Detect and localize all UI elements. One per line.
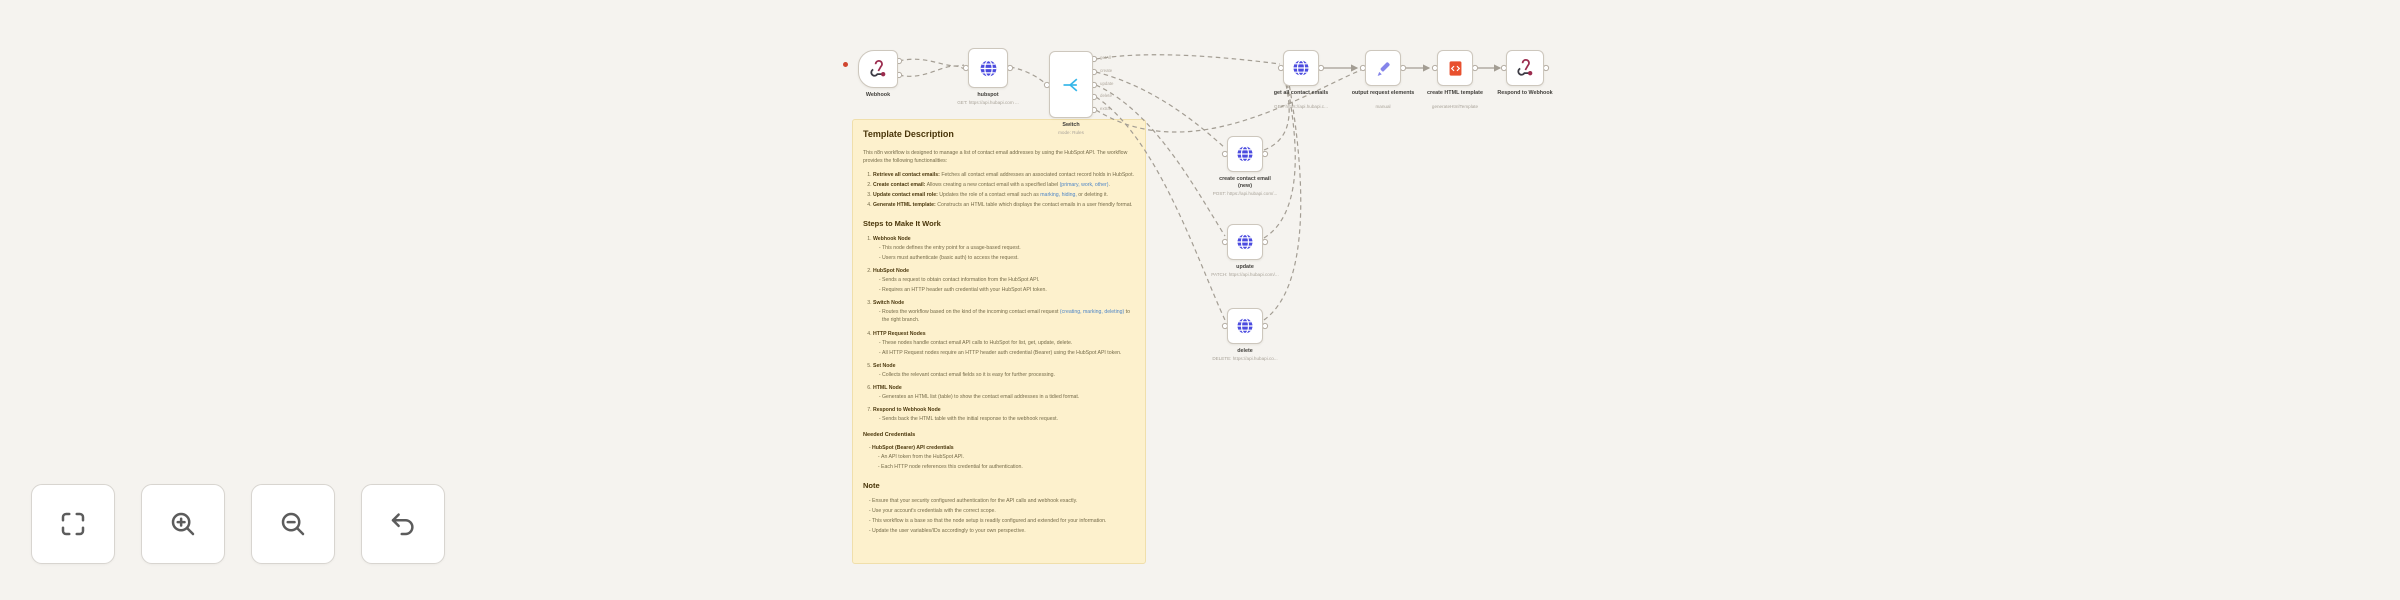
webhook-icon <box>868 59 888 79</box>
switch-port-label: extra <box>1100 106 1110 111</box>
step-item: HTML Node Generates an HTML list (table)… <box>873 384 1135 401</box>
connection-switch-create[interactable] <box>1095 71 1226 149</box>
node-label: delete <box>1237 348 1253 354</box>
node-label: Switch <box>1062 122 1080 128</box>
connection-webhook-hubspot-1[interactable] <box>898 58 965 67</box>
undo-icon <box>388 509 418 539</box>
fit-view-button[interactable] <box>31 484 115 564</box>
step-item: Switch Node Routes the workflow based on… <box>873 299 1135 324</box>
globe-icon <box>1291 58 1311 78</box>
steps-title: Steps to Make It Work <box>863 219 941 229</box>
step-item: HubSpot Node Sends a request to obtain c… <box>873 267 1135 294</box>
node-create-contact-email[interactable]: create contact email(new) POST: https://… <box>1213 136 1277 196</box>
node-respond-to-webhook[interactable]: Respond to Webhook <box>1497 50 1553 96</box>
node-sublabel: GET: https://api.hubapi.com ... <box>957 100 1019 105</box>
feature-item: Generate HTML template: Constructs an HT… <box>873 201 1135 209</box>
node-sublabel: POST: https://api.hubapi.com/... <box>1212 191 1278 196</box>
connection-hubspot-switch[interactable] <box>1009 66 1047 85</box>
switch-port-label: delete <box>1100 93 1112 98</box>
feature-item: Update contact email role: Updates the r… <box>873 191 1135 199</box>
zoom-out-button[interactable] <box>251 484 335 564</box>
reset-zoom-button[interactable] <box>361 484 445 564</box>
note-list: Ensure that your security configured aut… <box>863 497 1135 535</box>
switch-port-label: update <box>1100 81 1114 86</box>
node-sublabel: DELETE: https://api.hubapi.co... <box>1212 356 1278 361</box>
node-label: get all contact emails <box>1273 90 1329 96</box>
node-switch[interactable]: Switch mode: Rules <box>1049 51 1093 135</box>
connection-switch-delete[interactable] <box>1095 96 1226 321</box>
credentials-list: HubSpot (Bearer) API credentials An API … <box>863 444 1135 471</box>
feature-item: Create contact email: Allows creating a … <box>873 181 1135 189</box>
globe-icon <box>978 58 999 79</box>
error-indicator <box>843 62 848 67</box>
node-output-request-elements[interactable]: output request elements manual <box>1352 50 1414 109</box>
feature-item: Retrieve all contact emails: Fetches all… <box>873 171 1135 179</box>
connection-create-getall[interactable] <box>1263 73 1290 151</box>
html-icon <box>1446 59 1465 78</box>
step-item: Webhook Node This node defines the entry… <box>873 235 1135 262</box>
node-create-html-template[interactable]: create HTML template generateHtmlTemplat… <box>1427 50 1483 109</box>
globe-icon <box>1235 144 1255 164</box>
globe-icon <box>1235 316 1255 336</box>
node-delete-contact-email[interactable]: delete DELETE: https://api.hubapi.co... <box>1212 308 1278 361</box>
node-sublabel: generateHtmlTemplate <box>1431 104 1479 109</box>
switch-icon <box>1061 75 1081 95</box>
node-sublabel: PATCH: https://api.hubapi.com/... <box>1211 272 1279 277</box>
node-sublabel: GET: https://api.hubapi.c... <box>1274 104 1328 109</box>
connection-switch-update[interactable] <box>1095 84 1226 237</box>
node-update-contact-email[interactable]: update PATCH: https://api.hubapi.com/... <box>1211 224 1279 277</box>
note-title: Note <box>863 480 880 490</box>
step-item: Respond to Webhook Node Sends back the H… <box>873 406 1135 423</box>
zoom-in-icon <box>168 509 198 539</box>
canvas-controls <box>31 484 445 564</box>
node-label: create HTML template <box>1427 90 1483 96</box>
step-item: Set Node Collects the relevant contact e… <box>873 362 1135 379</box>
step-item: HTTP Request Nodes These nodes handle co… <box>873 330 1135 357</box>
node-webhook-trigger[interactable]: Webhook <box>858 50 898 98</box>
zoom-out-icon <box>278 509 308 539</box>
node-label: create contact email(new) <box>1219 176 1271 189</box>
connection-switch-getall[interactable] <box>1095 54 1281 65</box>
connection-switch-set[interactable] <box>1095 69 1362 133</box>
node-label: Webhook <box>865 92 891 98</box>
node-sublabel: manual <box>1375 104 1391 109</box>
sticky-intro: This n8n workflow is designed to manage … <box>863 149 1128 164</box>
node-label: Respond to Webhook <box>1497 90 1553 96</box>
node-label: output request elements <box>1351 90 1415 96</box>
node-get-all-contact-emails[interactable]: get all contact emails GET: https://api.… <box>1274 50 1328 109</box>
connection-update-getall[interactable] <box>1263 75 1296 239</box>
fit-view-icon <box>58 509 88 539</box>
globe-icon <box>1235 232 1255 252</box>
node-label: hubspot <box>977 92 999 98</box>
feature-list: Retrieve all contact emails: Fetches all… <box>863 171 1135 209</box>
switch-port-label: create <box>1100 68 1113 73</box>
node-label: update <box>1236 264 1254 270</box>
node-sublabel: mode: Rules <box>1058 130 1084 135</box>
sticky-note[interactable]: Template Description This n8n workflow i… <box>852 119 1146 564</box>
connection-delete-getall[interactable] <box>1263 77 1302 321</box>
zoom-in-button[interactable] <box>141 484 225 564</box>
webhook-icon <box>1515 58 1535 78</box>
switch-port-label: getAll <box>1100 55 1111 60</box>
sticky-title: Template Description <box>863 129 954 139</box>
credentials-title: Needed Credentials <box>863 432 916 439</box>
node-hubspot-request[interactable]: hubspot GET: https://api.hubapi.com ... <box>957 48 1019 105</box>
steps-list: Webhook Node This node defines the entry… <box>863 235 1135 423</box>
pencil-icon <box>1374 59 1393 78</box>
connection-webhook-hubspot-2[interactable] <box>898 65 965 77</box>
